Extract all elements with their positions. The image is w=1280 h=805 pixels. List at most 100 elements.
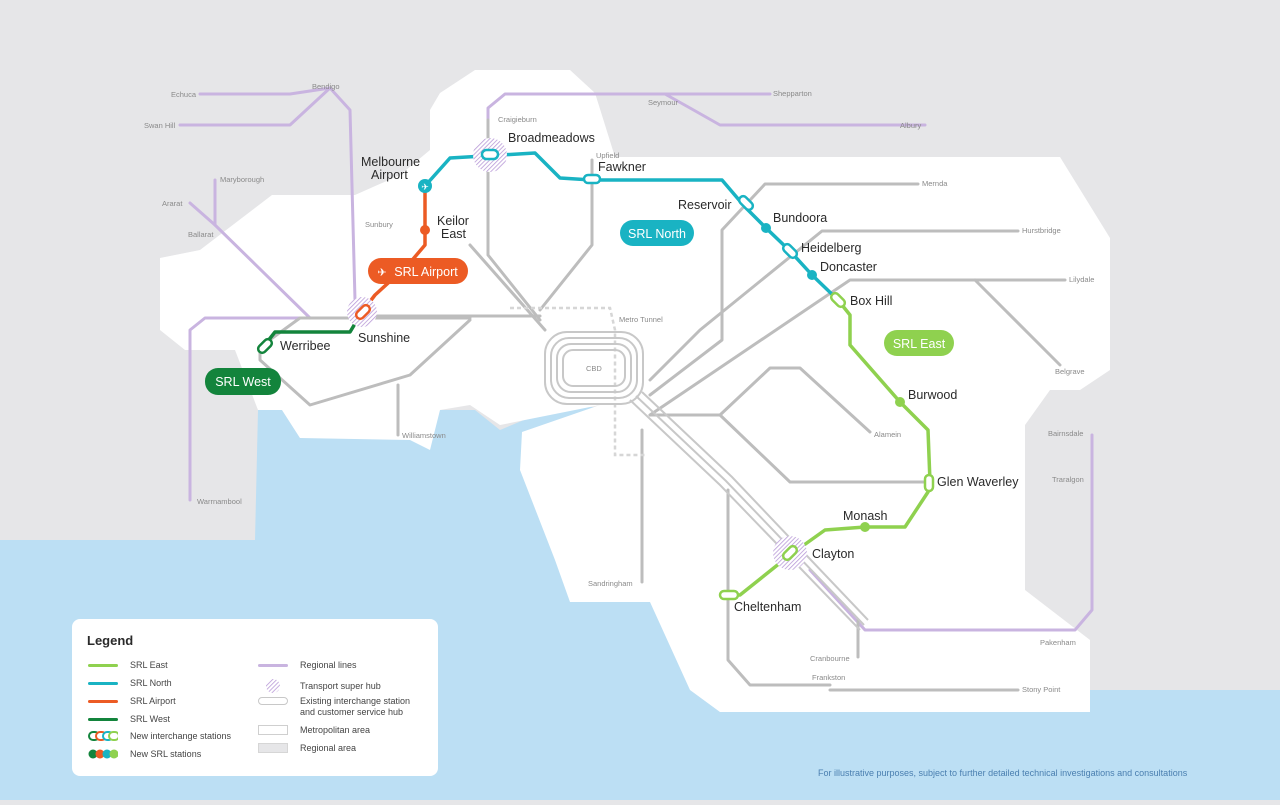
metro-line-hurstbridge xyxy=(648,229,1020,382)
interchange-sunshine[interactable] xyxy=(354,303,372,321)
place-labels: Echuca Bendigo Swan Hill Maryborough Ara… xyxy=(144,82,1094,694)
label-pakenham: Pakenham xyxy=(1040,638,1076,647)
label-ararat: Ararat xyxy=(162,199,183,208)
metro-line-upfield xyxy=(538,158,594,312)
label-bundoora: Bundoora xyxy=(773,211,827,225)
regional-line-warrnambool xyxy=(188,316,357,502)
airport-badge-icon: ✈ xyxy=(377,267,386,279)
interchange-reservoir[interactable] xyxy=(737,194,755,212)
interchange-broadmeadows[interactable] xyxy=(480,148,500,161)
interchange-box-hill[interactable] xyxy=(829,291,847,309)
label-burwood: Burwood xyxy=(908,388,957,402)
interchange-werribee[interactable] xyxy=(256,337,274,355)
regional-line-swan-hill xyxy=(178,86,332,127)
label-sunshine: Sunshine xyxy=(358,331,410,345)
station-melbourne-airport[interactable] xyxy=(418,179,432,193)
legend-existing-interchange: Existing interchange station and custome… xyxy=(258,696,410,718)
svg-text:SRL Airport: SRL Airport xyxy=(394,265,458,279)
label-lilydale: Lilydale xyxy=(1069,275,1094,284)
label-melbourne-airport-2: Airport xyxy=(371,168,408,182)
label-maryborough: Maryborough xyxy=(220,175,264,184)
station-doncaster[interactable] xyxy=(807,270,817,280)
label-cbd: CBD xyxy=(586,364,602,373)
label-belgrave: Belgrave xyxy=(1055,367,1085,376)
badge-srl-west: SRL West xyxy=(205,368,281,395)
legend-panel: Legend SRL East SRL North SRL Airport SR… xyxy=(72,619,438,776)
label-swan-hill: Swan Hill xyxy=(144,121,176,130)
regional-lines xyxy=(178,86,1094,632)
label-bendigo: Bendigo xyxy=(312,82,340,91)
regional-line-gippsland xyxy=(808,433,1094,632)
label-cranbourne: Cranbourne xyxy=(810,654,850,663)
badge-srl-east: SRL East xyxy=(884,330,954,356)
label-stony-point: Stony Point xyxy=(1022,685,1061,694)
metro-line-alamein xyxy=(718,366,872,434)
metro-lines xyxy=(258,118,1067,692)
label-sandringham: Sandringham xyxy=(588,579,633,588)
svg-text:SRL North: SRL North xyxy=(628,227,686,241)
interchange-pills-icon xyxy=(88,731,118,741)
label-sunbury: Sunbury xyxy=(365,220,393,229)
station-labels: Broadmeadows Melbourne Airport Fawkner K… xyxy=(280,131,1019,614)
interchange-cheltenham[interactable] xyxy=(718,589,740,601)
label-craigieburn: Craigieburn xyxy=(498,115,537,124)
interchange-glen-waverley[interactable] xyxy=(923,473,935,493)
legend-transport-hub: Transport super hub xyxy=(258,678,381,694)
label-warrnambool: Warrnambool xyxy=(197,497,242,506)
metro-line-mernda xyxy=(648,182,920,397)
label-monash: Monash xyxy=(843,509,888,523)
label-shepparton: Shepparton xyxy=(773,89,812,98)
station-burwood[interactable] xyxy=(895,397,905,407)
label-frankston: Frankston xyxy=(812,673,845,682)
svg-text:SRL West: SRL West xyxy=(215,375,271,389)
station-keilor-east[interactable] xyxy=(420,225,430,235)
metro-line-lilydale xyxy=(648,278,1067,417)
hub-hatch-icon xyxy=(266,679,280,693)
metro-tunnel xyxy=(510,306,645,457)
label-williamstown: Williamstown xyxy=(402,431,446,440)
label-mernda: Mernda xyxy=(922,179,948,188)
metro-line-glen-waverley xyxy=(648,413,932,484)
label-metro-tunnel: Metro Tunnel xyxy=(619,315,663,324)
metro-line-airport-spur xyxy=(468,243,547,332)
label-doncaster: Doncaster xyxy=(820,260,877,274)
label-keilor-east-1: Keilor xyxy=(437,214,469,228)
disclaimer-text: For illustrative purposes, subject to fu… xyxy=(818,768,1188,778)
south-east-corridor xyxy=(629,391,869,631)
svg-text:SRL East: SRL East xyxy=(893,337,946,351)
legend-srl-north: SRL North xyxy=(88,678,172,688)
legend-srl-airport: SRL Airport xyxy=(88,696,176,706)
label-alamein: Alamein xyxy=(874,430,901,439)
interchange-heidelberg[interactable] xyxy=(781,242,799,260)
metro-line-frankston xyxy=(726,488,832,687)
label-albury: Albury xyxy=(900,121,922,130)
label-cheltenham: Cheltenham xyxy=(734,600,801,614)
regional-line-ararat xyxy=(188,201,217,227)
legend-regional-area: Regional area xyxy=(258,743,356,753)
interchange-fawkner[interactable] xyxy=(582,173,602,185)
label-clayton: Clayton xyxy=(812,547,854,561)
label-echuca: Echuca xyxy=(171,90,197,99)
legend-new-srl-stations: New SRL stations xyxy=(88,749,201,759)
label-broadmeadows: Broadmeadows xyxy=(508,131,595,145)
label-reservoir: Reservoir xyxy=(678,198,732,212)
station-bundoora[interactable] xyxy=(761,223,771,233)
legend-srl-east: SRL East xyxy=(88,660,168,670)
label-keilor-east-2: East xyxy=(441,227,467,241)
label-traralgon: Traralgon xyxy=(1052,475,1084,484)
station-monash[interactable] xyxy=(860,522,870,532)
metro-line-belgrave xyxy=(973,278,1062,367)
legend-regional-lines: Regional lines xyxy=(258,660,357,670)
label-bairnsdale: Bairnsdale xyxy=(1048,429,1083,438)
label-glen-waverley: Glen Waverley xyxy=(937,475,1019,489)
label-seymour: Seymour xyxy=(648,98,679,107)
label-ballarat: Ballarat xyxy=(188,230,214,239)
label-hurstbridge: Hurstbridge xyxy=(1022,226,1061,235)
badge-srl-north: SRL North xyxy=(620,220,694,246)
interchange-clayton[interactable] xyxy=(781,544,799,562)
city-loop xyxy=(544,331,644,405)
legend-new-interchange: New interchange stations xyxy=(88,731,231,741)
label-werribee: Werribee xyxy=(280,339,331,353)
label-fawkner: Fawkner xyxy=(598,160,646,174)
